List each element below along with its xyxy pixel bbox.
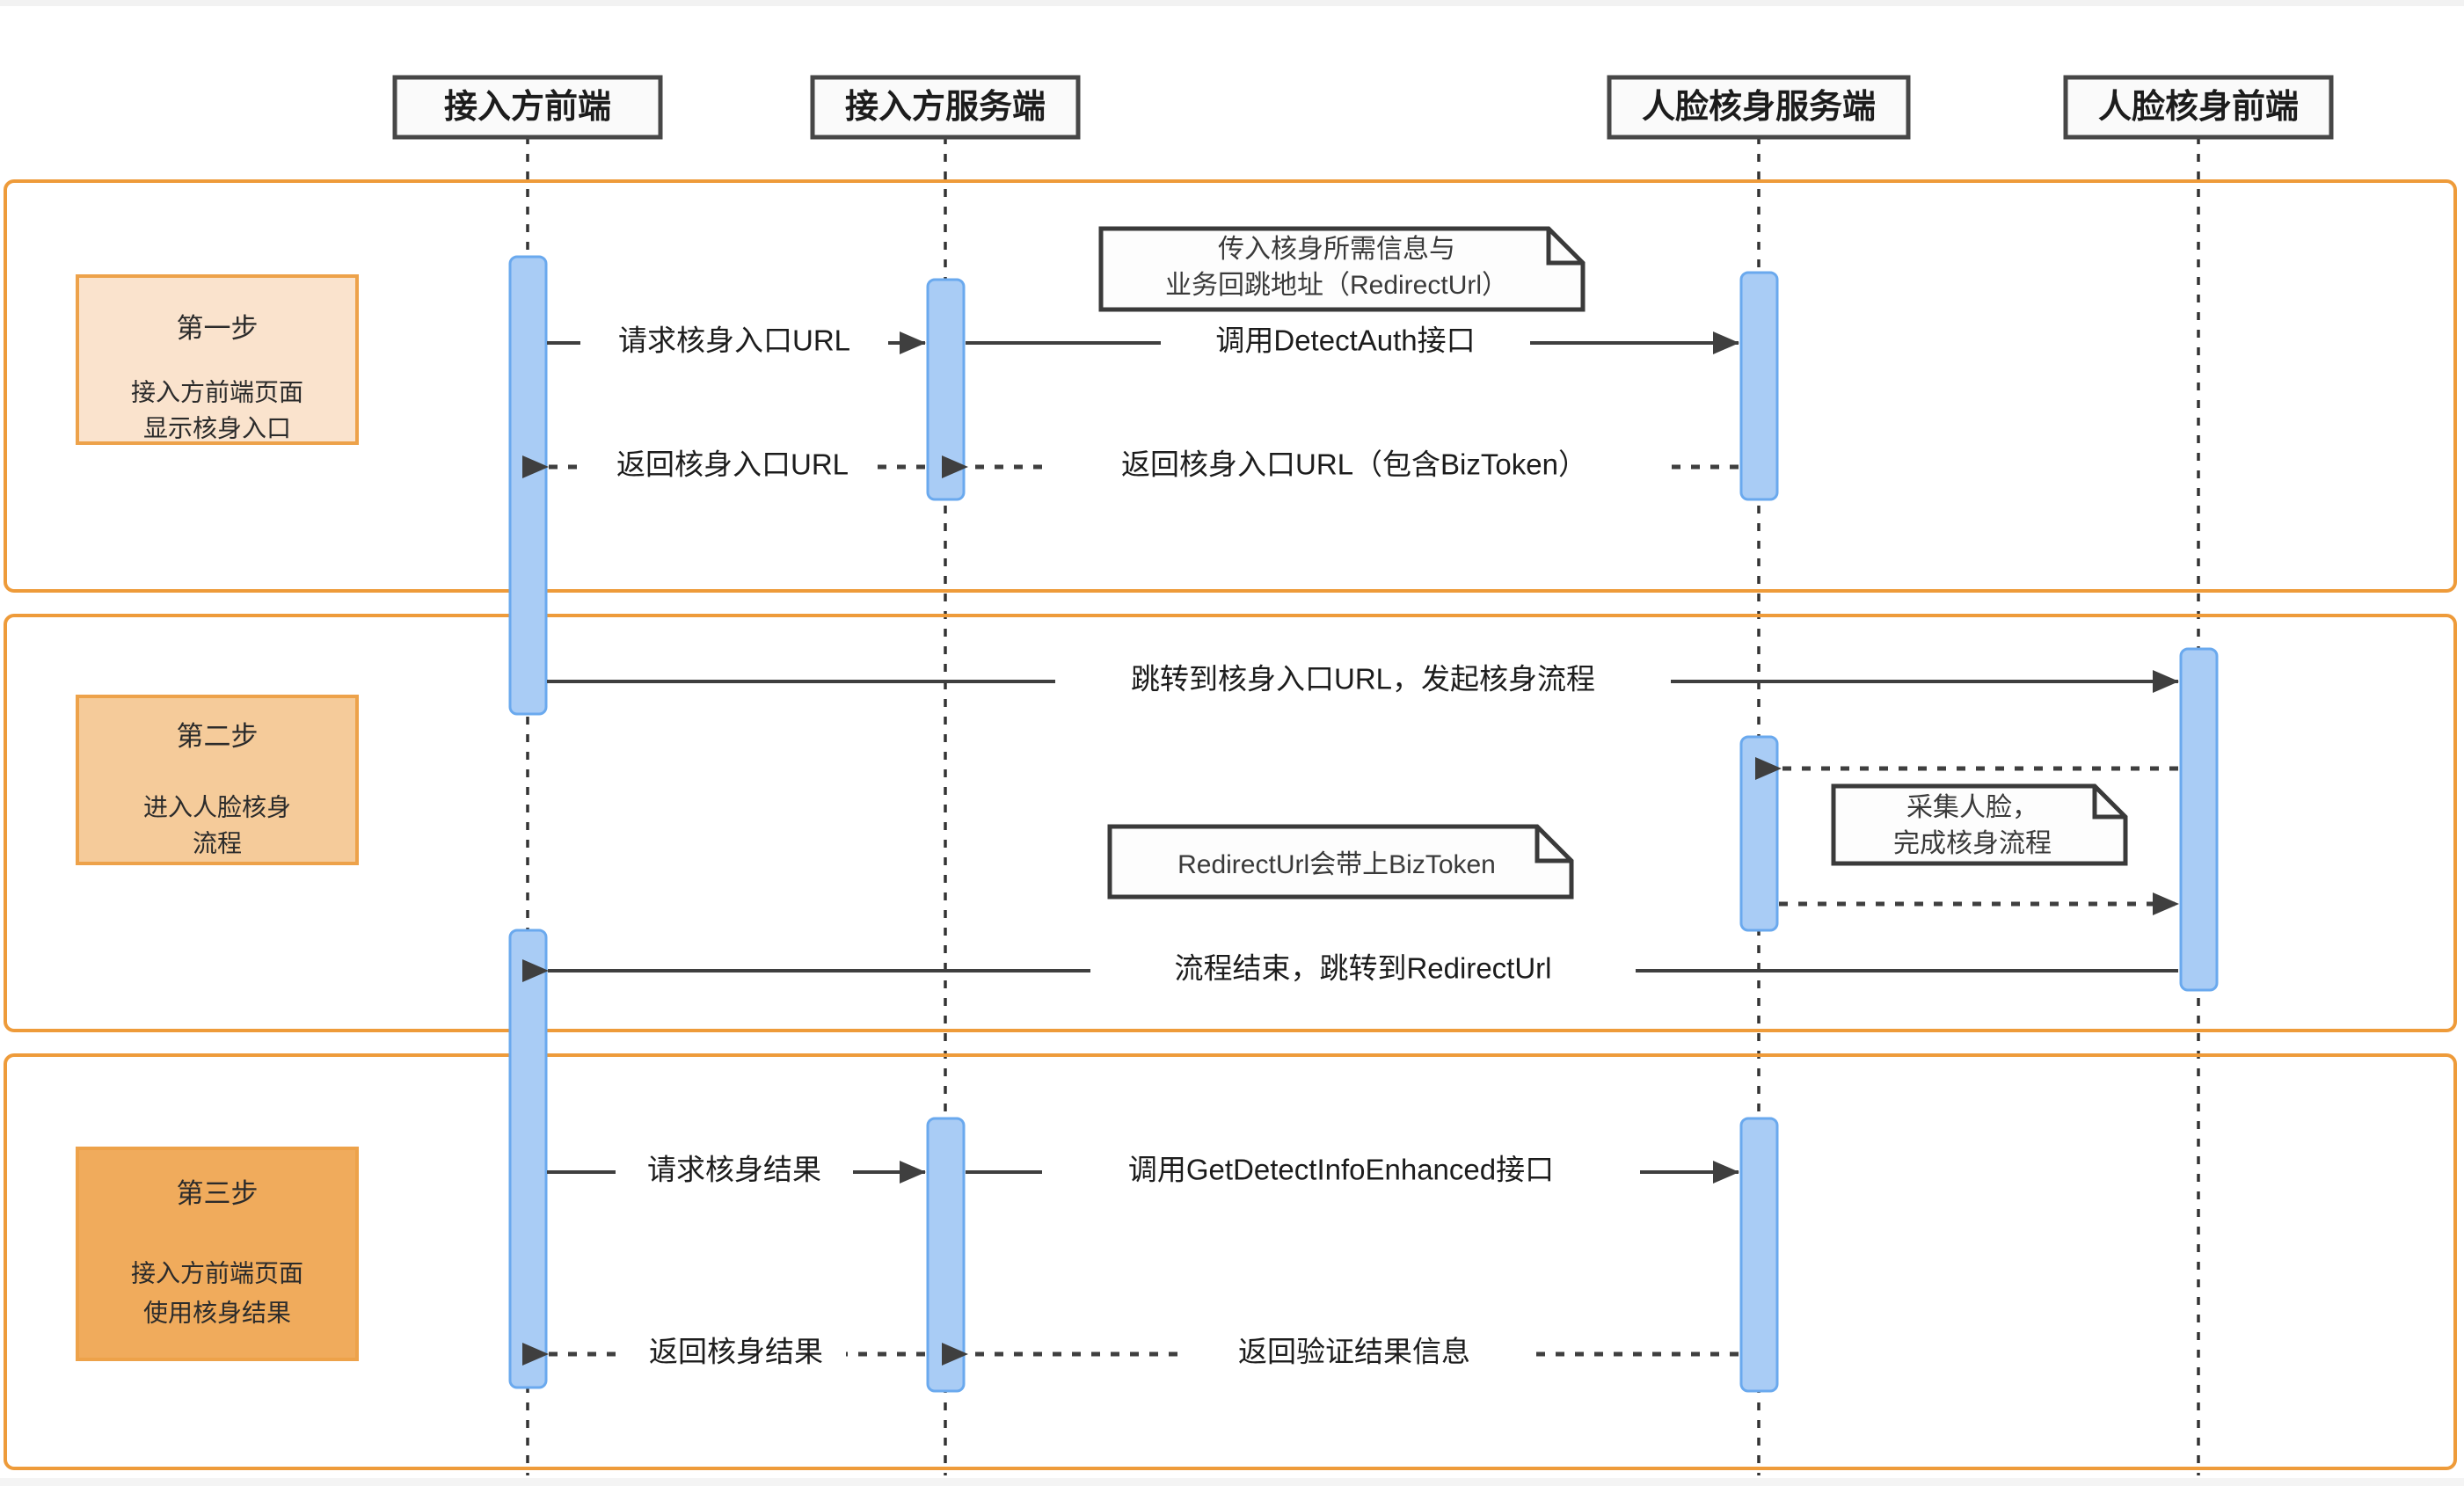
message-m10: 调用GetDetectInfoEnhanced接口: [966, 1153, 1739, 1191]
message-m4-label-bg: [587, 448, 878, 486]
step-3-subtitle-line-1: 接入方前端页面: [131, 1259, 303, 1286]
message-m8-label: 流程结束，跳转到RedirectUrl: [1174, 952, 1551, 985]
message-m9: 请求核身结果: [547, 1153, 926, 1191]
message-m9-label: 请求核身结果: [647, 1154, 821, 1186]
note-2-fold: [1535, 827, 1571, 863]
bottom-edge-bar: [0, 1478, 2464, 1486]
step-box-2: [76, 695, 359, 865]
activation-client-fe-1: [508, 255, 548, 716]
activation-face-be-2: [1739, 735, 1779, 932]
step-box-3: [76, 1147, 359, 1361]
frame-step2: [4, 614, 2457, 1032]
message-m8: 流程结束，跳转到RedirectUrl: [522, 951, 2178, 990]
message-m5-label: 跳转到核身入口URL，发起核身流程: [1131, 663, 1595, 696]
step-1-subtitle-line-2: 显示核身入口: [143, 414, 291, 441]
participant-label-face-be: 人脸核身服务端: [1642, 89, 1876, 126]
step-frames: [4, 179, 2457, 1470]
note-2: RedirectUrl会带上BizToken: [1107, 824, 1574, 900]
note-3-line-1: 采集人脸，: [1906, 793, 2038, 822]
top-edge-bar: [0, 0, 2464, 6]
note-1-fold: [1546, 229, 1583, 266]
participant-box-face-fe[interactable]: [2063, 75, 2334, 140]
message-m4-label: 返回核身入口URL: [616, 448, 849, 481]
note-3-fold: [2092, 786, 2125, 819]
message-m5-label-bg: [1055, 662, 1671, 701]
step-1-subtitle-line-1: 接入方前端页面: [131, 378, 303, 405]
frame-step1: [4, 179, 2457, 593]
message-m11-label: 返回验证结果信息: [1238, 1336, 1470, 1368]
participant-label-face-fe: 人脸核身前端: [2098, 89, 2299, 126]
step-label-boxes: 第一步 接入方前端页面 显示核身入口 第二步 进入人脸核身 流程 第三步 接入方…: [76, 274, 359, 1361]
message-m3-label-bg: [1046, 448, 1662, 486]
message-m10-label: 调用GetDetectInfoEnhanced接口: [1128, 1154, 1554, 1186]
participant-label-client-be: 接入方服务端: [845, 89, 1046, 126]
step-3-subtitle-line-2: 使用核身结果: [143, 1299, 291, 1326]
message-m2: 调用DetectAuth接口: [966, 324, 1739, 362]
message-m12: 返回核身结果: [522, 1335, 925, 1373]
step-2-subtitle-line-2: 流程: [193, 829, 242, 856]
message-m8-label-bg: [1090, 951, 1636, 990]
note-1-box: [1098, 226, 1586, 312]
message-m2-label-bg: [1161, 324, 1530, 362]
participant-headers: 接入方前端 接入方服务端 人脸核身服务端 人脸核身前端: [392, 75, 2334, 140]
message-m10-label-bg: [1042, 1153, 1640, 1191]
step-2-title: 第二步: [177, 721, 259, 752]
activation-face-be-3: [1739, 1117, 1779, 1393]
note-1-line-1: 传入核身所需信息与: [1218, 235, 1455, 264]
frame-step3: [4, 1053, 2457, 1470]
note-1: 传入核身所需信息与 业务回跳地址（RedirectUrl）: [1098, 226, 1586, 312]
note-3-box: [1831, 783, 2128, 866]
step-2-subtitle-line-1: 进入人脸核身: [143, 793, 291, 820]
message-m11-label-bg: [1183, 1335, 1526, 1373]
message-m5: 跳转到核身入口URL，发起核身流程: [547, 662, 2179, 701]
step-3-title: 第三步: [177, 1178, 259, 1209]
message-m12-label: 返回核身结果: [649, 1336, 823, 1368]
step-1-title: 第一步: [177, 313, 259, 344]
message-m3: 返回核身入口URL（包含BizToken）: [942, 448, 1739, 486]
note-1-line-2: 业务回跳地址（RedirectUrl）: [1165, 271, 1508, 300]
note-2-line-1: RedirectUrl会带上BizToken: [1177, 850, 1496, 879]
activation-client-be-2: [926, 1117, 966, 1393]
participant-box-client-fe[interactable]: [392, 75, 663, 140]
activation-face-fe-1: [2179, 647, 2219, 992]
note-3-line-2: 完成核身流程: [1893, 829, 2052, 858]
message-m3-label: 返回核身入口URL（包含BizToken）: [1121, 448, 1587, 481]
message-m1-label-bg: [580, 324, 888, 362]
message-m4: 返回核身入口URL: [522, 448, 925, 486]
step-box-1: [76, 274, 359, 445]
participant-box-face-be[interactable]: [1607, 75, 1911, 140]
message-m2-label: 调用DetectAuth接口: [1215, 324, 1475, 357]
message-m1: 请求核身入口URL: [547, 324, 926, 362]
participant-label-client-fe: 接入方前端: [444, 89, 611, 126]
activation-client-fe-2: [508, 929, 548, 1389]
activation-bars: [508, 255, 2219, 1393]
activation-face-be-1: [1739, 271, 1779, 501]
note-3: 采集人脸， 完成核身流程: [1831, 783, 2128, 866]
message-m1-label: 请求核身入口URL: [618, 324, 850, 357]
message-m9-label-bg: [616, 1153, 853, 1191]
message-m11: 返回验证结果信息: [942, 1335, 1739, 1373]
participant-box-client-be[interactable]: [810, 75, 1081, 140]
activation-client-be-1: [926, 278, 966, 501]
message-m12-label-bg: [626, 1335, 846, 1373]
note-2-box: [1107, 824, 1574, 900]
